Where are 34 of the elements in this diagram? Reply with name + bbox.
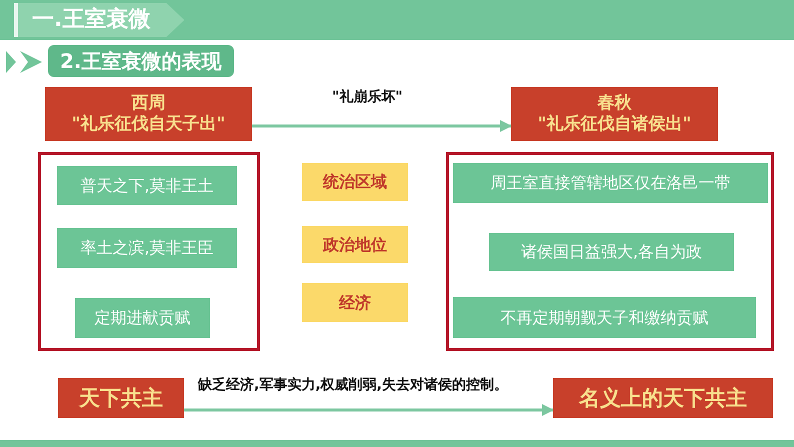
- fact-box: [57, 228, 237, 268]
- box-text: 统治区域: [323, 172, 387, 192]
- box-text: 率土之滨,莫非王臣: [80, 238, 214, 258]
- status-box: [553, 378, 773, 418]
- box-text: 不再定期朝觐天子和缴纳贡赋: [500, 308, 708, 328]
- box-text: 西周: [132, 92, 166, 114]
- period-box: [45, 87, 252, 141]
- fact-box: [57, 166, 237, 205]
- aspect-box: [302, 226, 408, 263]
- box-text: 普天之下,莫非王土: [80, 176, 214, 196]
- box-text: "礼乐征伐自诸侯出": [538, 114, 692, 136]
- aspect-box: [302, 163, 408, 201]
- section-title: 一.王室衰微: [14, 3, 184, 37]
- fact-box: [453, 163, 768, 203]
- period-box: [511, 87, 718, 141]
- arrow: [184, 404, 554, 416]
- arrow: [252, 120, 512, 132]
- status-box: [58, 378, 184, 418]
- group-frame: [38, 152, 260, 351]
- box-text: 天下共主: [79, 384, 163, 412]
- fact-box: [75, 298, 210, 338]
- box-text: 名义上的天下共主: [579, 384, 747, 412]
- box-text: 定期进献贡赋: [94, 308, 190, 328]
- box-text: 周王室直接管辖地区仅在洛邑一带: [490, 173, 730, 193]
- fact-box: [489, 233, 734, 271]
- box-text: 政治地位: [323, 234, 387, 254]
- box-text: 诸侯国日益强大,各自为政: [520, 242, 702, 262]
- box-text: 春秋: [598, 92, 632, 114]
- aspect-box: [302, 283, 408, 322]
- box-text: 经济: [339, 292, 371, 312]
- subtitle: 2.王室衰微的表现: [48, 45, 234, 77]
- fact-box: [453, 297, 756, 338]
- box-text: "礼乐征伐自天子出": [72, 114, 226, 136]
- group-frame: [446, 152, 774, 351]
